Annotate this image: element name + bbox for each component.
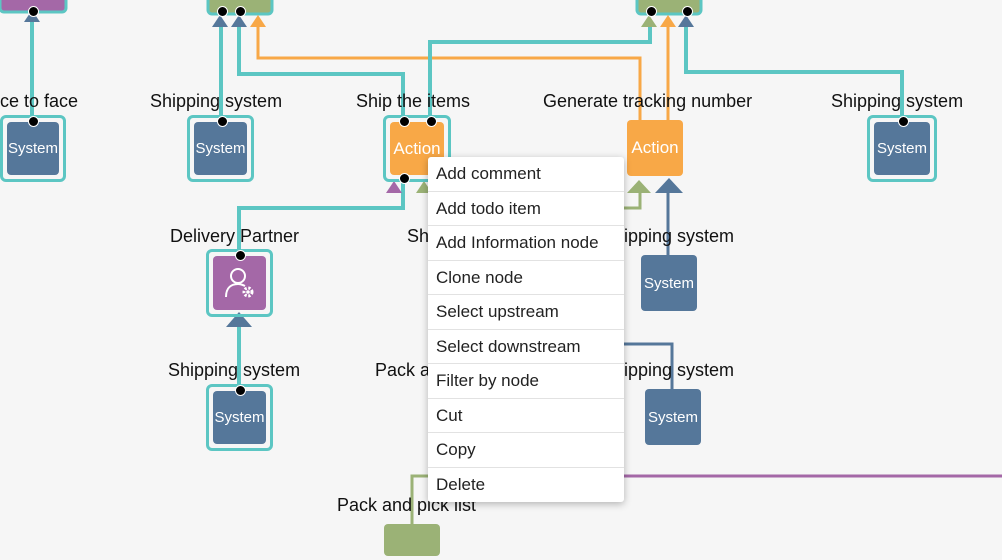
port-dot[interactable] xyxy=(27,5,39,17)
edge-teal-top-right[interactable] xyxy=(428,20,652,120)
arrow-top2-blue xyxy=(678,15,694,27)
edge-teal-delivery[interactable] xyxy=(237,178,405,254)
arrow-top2-green xyxy=(641,15,657,27)
arrow-top2-orange xyxy=(660,15,676,27)
label-ship-the-items: Ship the items xyxy=(356,91,471,111)
label-face-to-face: ce to face xyxy=(0,91,79,111)
label-shipping-system-2: Shipping system xyxy=(831,91,964,111)
arrow-delivery xyxy=(226,312,252,327)
node-action-text: Action xyxy=(627,120,683,176)
arrow-shipitems-purple xyxy=(386,181,402,193)
menu-item-select-downstream[interactable]: Select downstream xyxy=(428,330,624,364)
menu-item-add-comment[interactable]: Add comment xyxy=(428,157,624,192)
edge-green-partial[interactable] xyxy=(622,190,642,210)
menu-item-clone-node[interactable]: Clone node xyxy=(428,261,624,295)
graph-canvas[interactable] xyxy=(0,0,1002,545)
menu-item-add-information-node[interactable]: Add Information node xyxy=(428,226,624,261)
menu-item-filter-by-node[interactable]: Filter by node xyxy=(428,364,624,399)
menu-item-select-upstream[interactable]: Select upstream xyxy=(428,295,624,330)
node-system-text: System xyxy=(874,122,930,175)
label-shipping-system-1: Shipping system xyxy=(150,91,283,111)
node-action-generate-tracking[interactable]: Action xyxy=(623,116,687,180)
port-dot[interactable] xyxy=(234,249,246,261)
node-system-text: System xyxy=(213,391,266,444)
node-system-shipping-5[interactable]: System xyxy=(641,385,705,449)
port-dot[interactable] xyxy=(398,115,410,127)
node-pack-pick-list[interactable] xyxy=(380,520,444,560)
port-dot[interactable] xyxy=(234,5,246,17)
menu-item-cut[interactable]: Cut xyxy=(428,399,624,433)
node-system-shipping-3[interactable]: System xyxy=(637,251,701,315)
label-shipping-system-4: Shipping system xyxy=(168,360,301,380)
arrow-top1-orange xyxy=(250,15,266,27)
port-dot[interactable] xyxy=(216,115,228,127)
port-dot[interactable] xyxy=(216,5,228,17)
port-dot[interactable] xyxy=(645,5,657,17)
user-gear-icon xyxy=(224,268,253,298)
node-system-text: System xyxy=(7,122,59,175)
port-dot[interactable] xyxy=(234,384,246,396)
person-gear-icon xyxy=(213,256,266,310)
label-delivery-partner: Delivery Partner xyxy=(170,226,300,246)
port-dot[interactable] xyxy=(897,115,909,127)
arrow-gentrack-green xyxy=(627,180,651,193)
port-dot[interactable] xyxy=(27,115,39,127)
arrow-top1-blue-2 xyxy=(231,15,247,27)
arrow-top1-blue xyxy=(212,15,228,27)
node-system-text: System xyxy=(645,389,701,445)
label-pack-partial: Pack a xyxy=(375,360,431,380)
port-dot[interactable] xyxy=(398,172,410,184)
edge-green-pack[interactable] xyxy=(410,474,428,528)
node-system-text: System xyxy=(641,255,697,311)
menu-item-delete[interactable]: Delete xyxy=(436,474,486,494)
label-shipping-system-3: ipping system xyxy=(624,226,735,246)
menu-item-add-todo[interactable]: Add todo item xyxy=(428,192,624,226)
menu-item-copy[interactable]: Copy xyxy=(428,433,624,468)
node-pack-body xyxy=(384,524,440,556)
node-system-face[interactable]: System xyxy=(0,115,66,182)
edge-blue-system5[interactable] xyxy=(624,342,674,390)
label-generate-tracking-number: Generate tracking number xyxy=(543,91,753,111)
edge-orange-1[interactable] xyxy=(256,20,642,120)
edge-teal-shipitems[interactable] xyxy=(237,20,405,120)
edge-teal-ship2[interactable] xyxy=(684,20,904,120)
label-sh-partial: Sh xyxy=(407,226,430,246)
context-menu: Add comment Add todo item Add Informatio… xyxy=(428,157,624,502)
port-dot[interactable] xyxy=(681,5,693,17)
port-dot[interactable] xyxy=(425,115,437,127)
node-system-shipping-4[interactable]: System xyxy=(206,384,273,451)
node-system-text: System xyxy=(194,122,247,175)
node-system-shipping-1[interactable]: System xyxy=(187,115,254,182)
arrow-gentrack-blue xyxy=(655,178,683,193)
label-shipping-system-5: ipping system xyxy=(624,360,735,380)
